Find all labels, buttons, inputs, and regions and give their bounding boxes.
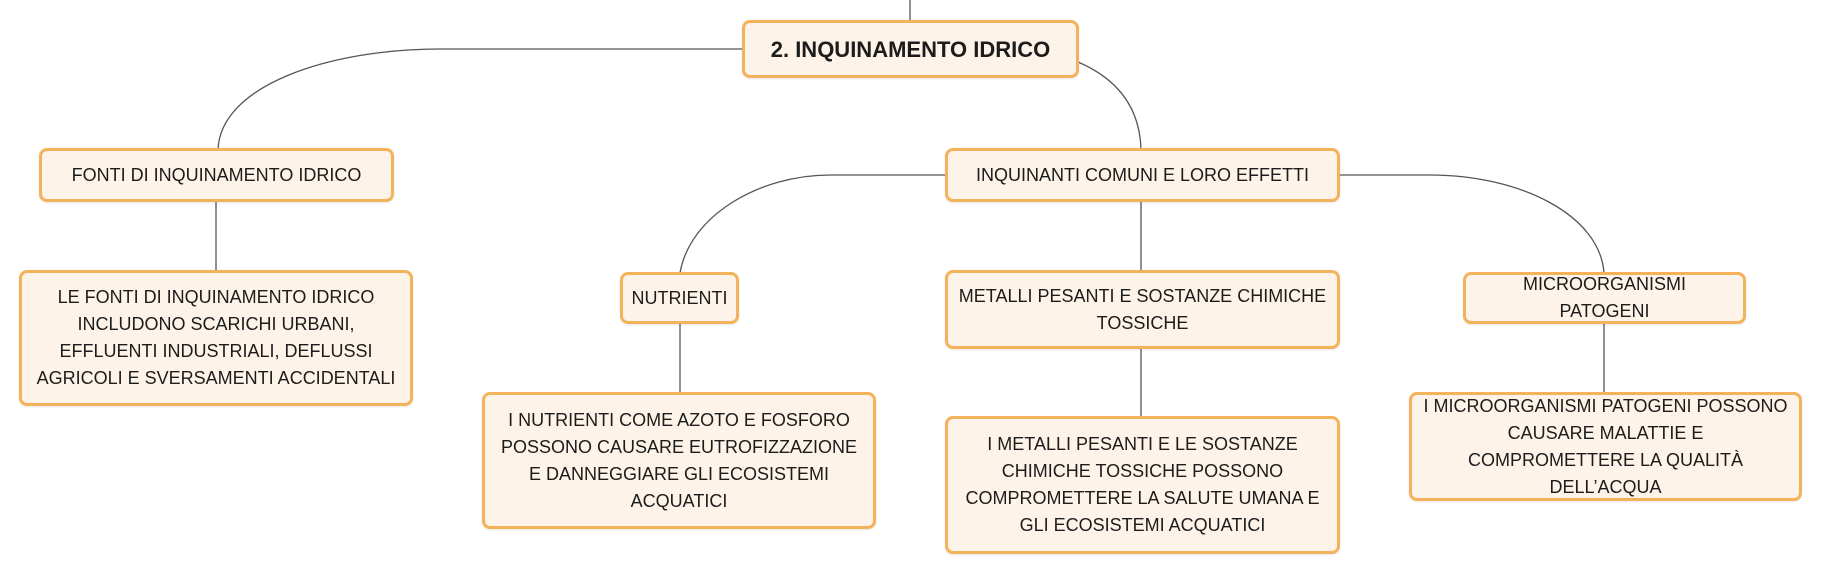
node-metalli-detail-text: I METALLI PESANTI E LE SOSTANZE CHIMICHE… <box>965 434 1320 535</box>
node-nutrienti[interactable]: NUTRIENTI <box>620 272 739 324</box>
node-inquinanti[interactable]: INQUINANTI COMUNI E LORO EFFETTI <box>945 148 1340 202</box>
root-node[interactable]: 2. INQUINAMENTO IDRICO <box>742 20 1079 78</box>
connector-inquinanti-to-microrganismi <box>1338 174 1605 274</box>
node-microrganismi-detail-text: I MICROORGANISMI PATOGENI POSSONO CAUSAR… <box>1423 395 1788 497</box>
node-fonti-detail-text: LE FONTI DI INQUINAMENTO IDRICO INCLUDON… <box>36 287 396 388</box>
node-microrganismi[interactable]: MICROORGANISMI PATOGENI <box>1463 272 1746 324</box>
connector-root-to-fonti <box>217 48 742 151</box>
node-nutrienti-detail[interactable]: I NUTRIENTI COME AZOTO E FOSFORO POSSONO… <box>482 392 876 529</box>
node-fonti[interactable]: FONTI DI INQUINAMENTO IDRICO <box>39 148 394 202</box>
node-metalli-detail[interactable]: I METALLI PESANTI E LE SOSTANZE CHIMICHE… <box>945 416 1340 554</box>
node-nutrienti-label: NUTRIENTI <box>631 287 728 308</box>
node-fonti-label: FONTI DI INQUINAMENTO IDRICO <box>71 164 362 185</box>
node-microrganismi-label: MICROORGANISMI PATOGENI <box>1522 274 1686 321</box>
node-microrganismi-detail[interactable]: I MICROORGANISMI PATOGENI POSSONO CAUSAR… <box>1409 392 1802 501</box>
node-fonti-detail[interactable]: LE FONTI DI INQUINAMENTO IDRICO INCLUDON… <box>19 270 413 406</box>
root-node-label: 2. INQUINAMENTO IDRICO <box>770 36 1051 62</box>
node-nutrienti-detail-text: I NUTRIENTI COME AZOTO E FOSFORO POSSONO… <box>500 409 858 511</box>
connector-inquinanti-to-nutrienti <box>679 174 946 274</box>
node-inquinanti-label: INQUINANTI COMUNI E LORO EFFETTI <box>975 164 1309 185</box>
node-metalli-label: METALLI PESANTI E SOSTANZE CHIMICHE TOSS… <box>958 285 1327 333</box>
connector-root-to-inquinanti <box>1077 61 1142 151</box>
node-metalli[interactable]: METALLI PESANTI E SOSTANZE CHIMICHE TOSS… <box>945 270 1340 349</box>
